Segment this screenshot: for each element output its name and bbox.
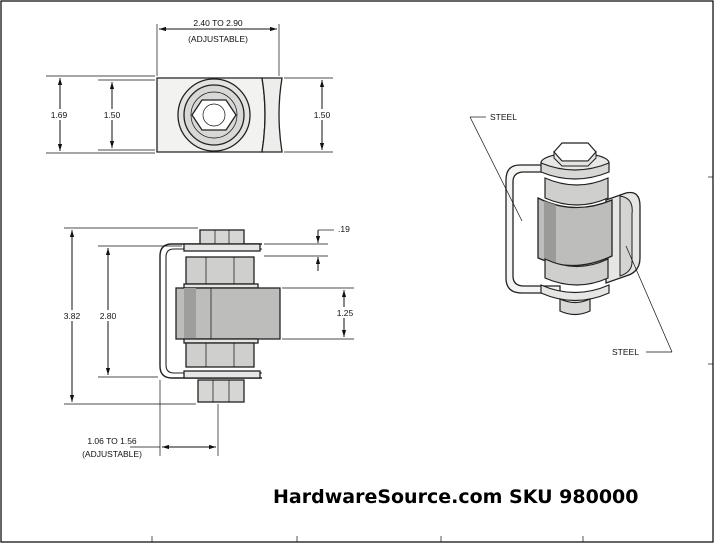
top-view-bolt bbox=[202, 103, 226, 127]
dim-label-bg bbox=[309, 109, 335, 120]
iso-u-bracket bbox=[505, 164, 561, 294]
sku-label: HardwareSource.com SKU 980000 bbox=[273, 486, 639, 508]
dim-front-height-outer: 3.82 bbox=[64, 311, 81, 321]
dim-top-width: 2.40 TO 2.90 bbox=[193, 18, 243, 28]
dim-top-height-right: 1.50 bbox=[314, 110, 331, 120]
dim-front-offset: 1.06 TO 1.56 bbox=[87, 436, 137, 446]
dim-front-sleeve: 1.25 bbox=[337, 308, 354, 318]
dim-front-offset-note: (ADJUSTABLE) bbox=[82, 449, 142, 459]
dim-top-height-outer: 1.69 bbox=[51, 110, 68, 120]
front-view-u-bracket-inner bbox=[165, 248, 262, 374]
top-view-hex-nut bbox=[191, 99, 237, 131]
iso-bolt-head bbox=[553, 142, 597, 162]
front-view-upper-nut bbox=[185, 256, 255, 285]
dim-label-bg bbox=[331, 307, 358, 318]
front-view-sleeve-shade bbox=[184, 288, 196, 339]
dim-front-clearance: .19 bbox=[338, 224, 350, 234]
top-view: 2.40 TO 2.90 (ADJUSTABLE) 1.69 1.50 1.50 bbox=[46, 18, 335, 154]
iso-right-plate-face bbox=[619, 195, 633, 277]
front-view-bolt-head bbox=[199, 229, 245, 245]
isometric-view: STEEL STEEL bbox=[469, 112, 673, 357]
iso-sleeve-shade bbox=[544, 201, 556, 264]
dim-front-height-inner: 2.80 bbox=[100, 311, 117, 321]
top-view-bracket bbox=[261, 77, 283, 153]
iso-top-washer-rim bbox=[540, 162, 610, 180]
front-view-upper-washer bbox=[183, 243, 261, 252]
front-view-lower-washer bbox=[183, 370, 261, 379]
front-view-bottom-nut bbox=[197, 379, 245, 403]
iso-upper-nut bbox=[544, 177, 609, 206]
iso-lower-nut bbox=[544, 258, 609, 286]
dim-label-bg bbox=[99, 109, 125, 120]
iso-leader-lower bbox=[625, 245, 673, 353]
front-view-lower-nut bbox=[185, 342, 255, 368]
iso-callout-upper: STEEL bbox=[490, 112, 517, 122]
dim-label-bg bbox=[46, 109, 72, 120]
front-view-u-bracket bbox=[159, 243, 262, 379]
dim-top-height-inner: 1.50 bbox=[104, 110, 121, 120]
front-view: 3.82 2.80 .19 1.25 1.06 TO 1.56 (ADJUSTA… bbox=[58, 224, 358, 459]
border-tick-marks bbox=[151, 176, 713, 542]
top-view-washer-inner bbox=[190, 91, 238, 139]
iso-callout-lower: STEEL bbox=[612, 347, 639, 357]
iso-leader-upper bbox=[469, 116, 523, 222]
iso-lower-washer bbox=[540, 284, 610, 302]
dim-label-bg bbox=[95, 310, 122, 321]
dim-label-bg bbox=[58, 310, 85, 321]
dim-top-width-note: (ADJUSTABLE) bbox=[188, 34, 248, 44]
iso-bottom-nut bbox=[559, 298, 591, 316]
